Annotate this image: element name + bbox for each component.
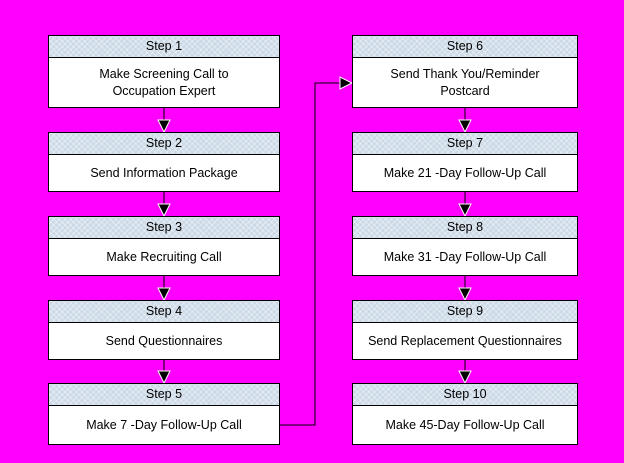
node-step8-header: Step 8 [353,217,577,239]
node-step4[interactable]: Step 4 Send Questionnaires [48,300,280,360]
node-step6-body: Send Thank You/Reminder Postcard [390,66,540,98]
arrowhead-step3-icon [157,203,171,218]
node-step10-header: Step 10 [353,384,577,406]
node-step1-body: Make Screening Call to Occupation Expert [99,66,229,98]
node-step2-header: Step 2 [49,133,279,155]
node-step5[interactable]: Step 5 Make 7 -Day Follow-Up Call [48,383,280,445]
node-step8[interactable]: Step 8 Make 31 -Day Follow-Up Call [352,216,578,276]
node-step4-header: Step 4 [49,301,279,323]
arrowhead-step8-icon [458,203,472,218]
node-step3-header: Step 3 [49,217,279,239]
node-step2-body: Send Information Package [90,165,238,180]
node-step5-body: Make 7 -Day Follow-Up Call [86,417,242,432]
node-step3-body: Make Recruiting Call [106,249,222,264]
node-step5-header: Step 5 [49,384,279,406]
node-step9-body: Send Replacement Questionnaires [368,333,562,348]
node-step7-body: Make 21 -Day Follow-Up Call [383,165,547,180]
node-step10[interactable]: Step 10 Make 45-Day Follow-Up Call [352,383,578,445]
node-step6-header: Step 6 [353,36,577,58]
connector-step5-to-step6 [280,82,344,426]
arrowhead-step4-icon [157,287,171,302]
node-step2[interactable]: Step 2 Send Information Package [48,132,280,192]
node-step1[interactable]: Step 1 Make Screening Call to Occupation… [48,35,280,108]
arrowhead-step5-icon [157,370,171,385]
node-step4-body: Send Questionnaires [105,333,223,348]
node-step3[interactable]: Step 3 Make Recruiting Call [48,216,280,276]
node-step9[interactable]: Step 9 Send Replacement Questionnaires [352,300,578,360]
node-step7[interactable]: Step 7 Make 21 -Day Follow-Up Call [352,132,578,192]
node-step1-header: Step 1 [49,36,279,58]
arrowhead-step2-icon [157,119,171,134]
node-step8-body: Make 31 -Day Follow-Up Call [383,249,547,264]
node-step6[interactable]: Step 6 Send Thank You/Reminder Postcard [352,35,578,108]
arrowhead-step10-icon [458,370,472,385]
arrowhead-step7-icon [458,119,472,134]
node-step7-header: Step 7 [353,133,577,155]
node-step9-header: Step 9 [353,301,577,323]
arrowhead-step6-icon [339,76,354,90]
arrowhead-step9-icon [458,287,472,302]
node-step10-body: Make 45-Day Follow-Up Call [385,417,545,432]
